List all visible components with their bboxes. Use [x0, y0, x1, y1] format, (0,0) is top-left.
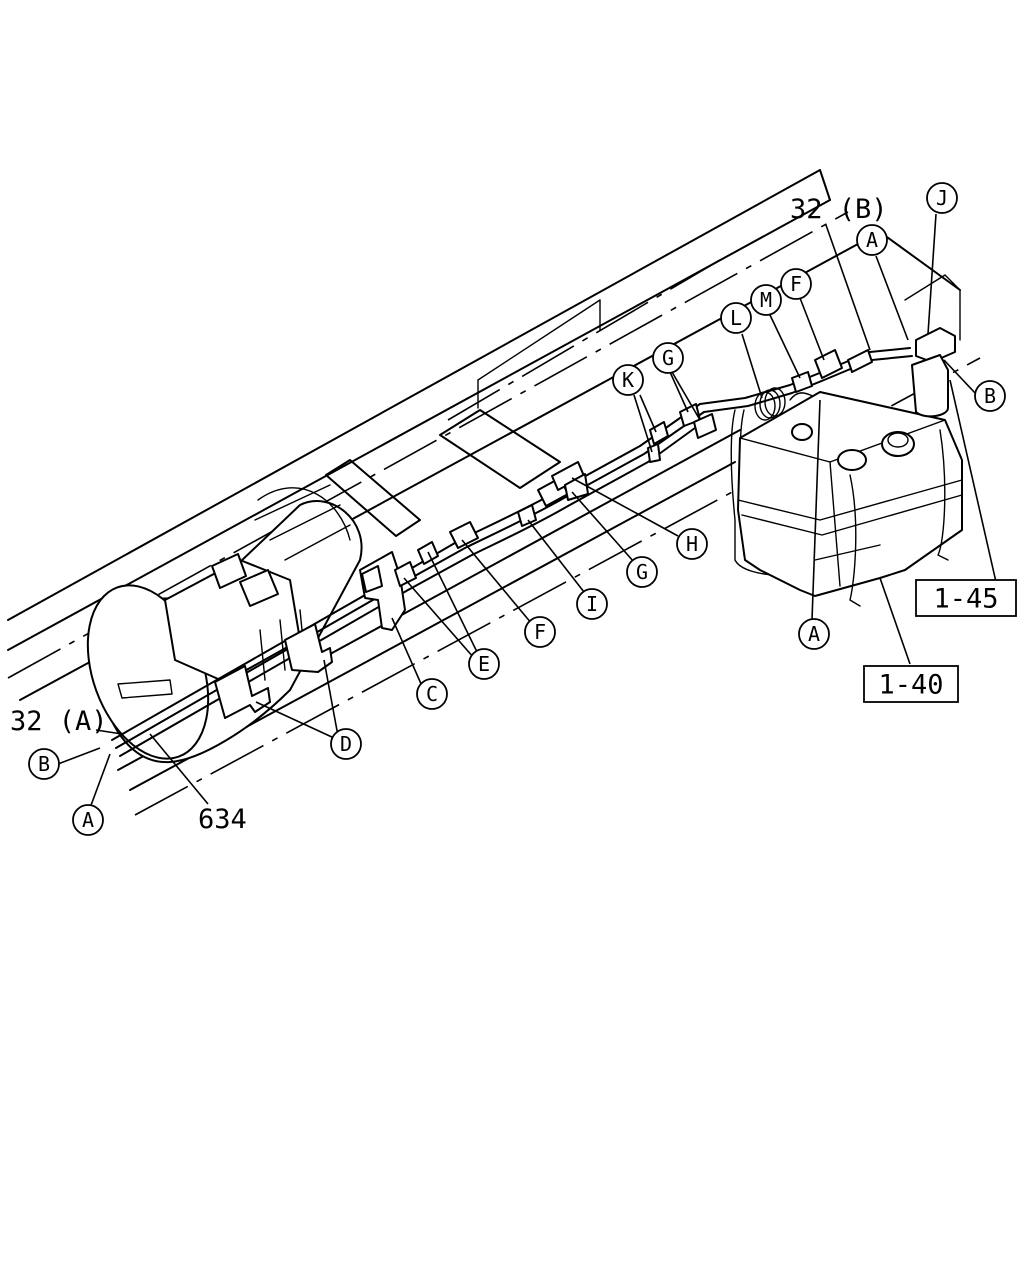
svg-text:C: C	[426, 682, 438, 706]
svg-text:1-45: 1-45	[933, 584, 998, 615]
callout-f-mid: F	[524, 616, 556, 648]
svg-text:L: L	[730, 306, 742, 330]
svg-text:J: J	[936, 186, 948, 210]
svg-text:F: F	[534, 620, 546, 644]
label-pipe-32a: 32 (A)	[10, 706, 108, 737]
callout-e: E	[468, 648, 500, 680]
svg-text:B: B	[984, 384, 996, 408]
label-part-634: 634	[198, 804, 247, 835]
svg-text:G: G	[662, 346, 674, 370]
callout-i: I	[576, 588, 608, 620]
svg-text:1-40: 1-40	[878, 670, 943, 701]
cross-members	[325, 259, 961, 537]
svg-text:M: M	[760, 288, 772, 312]
label-pipe-32b: 32 (B)	[790, 194, 888, 225]
callout-k: K	[612, 364, 644, 396]
svg-text:A: A	[808, 622, 820, 646]
callout-d: D	[330, 728, 362, 760]
reference-box-1-45: 1-45	[915, 579, 1017, 617]
callout-f-top: F	[780, 268, 812, 300]
svg-text:B: B	[38, 752, 50, 776]
callout-b-left: B	[28, 748, 60, 780]
callout-j: J	[926, 182, 958, 214]
svg-text:G: G	[636, 560, 648, 584]
fuel-tank	[737, 354, 963, 607]
svg-text:D: D	[340, 732, 352, 756]
callout-b-right: B	[974, 380, 1006, 412]
svg-text:F: F	[790, 272, 802, 296]
callout-c: C	[416, 678, 448, 710]
svg-text:H: H	[686, 532, 698, 556]
transmission-unit	[86, 484, 363, 764]
svg-text:A: A	[866, 228, 878, 252]
callout-l: L	[720, 302, 752, 334]
svg-text:E: E	[478, 652, 490, 676]
callout-g-top: G	[652, 342, 684, 374]
reference-box-1-40: 1-40	[863, 665, 959, 703]
callout-m: M	[750, 284, 782, 316]
svg-text:I: I	[586, 592, 598, 616]
callout-h: H	[676, 528, 708, 560]
leader-lines	[57, 213, 997, 809]
callout-g-mid: G	[626, 556, 658, 588]
svg-text:A: A	[82, 808, 94, 832]
callout-a-top: A	[856, 224, 888, 256]
clamps-brackets	[214, 327, 956, 719]
callout-a-left: A	[72, 804, 104, 836]
callout-a-tank: A	[798, 618, 830, 650]
svg-text:K: K	[622, 368, 634, 392]
